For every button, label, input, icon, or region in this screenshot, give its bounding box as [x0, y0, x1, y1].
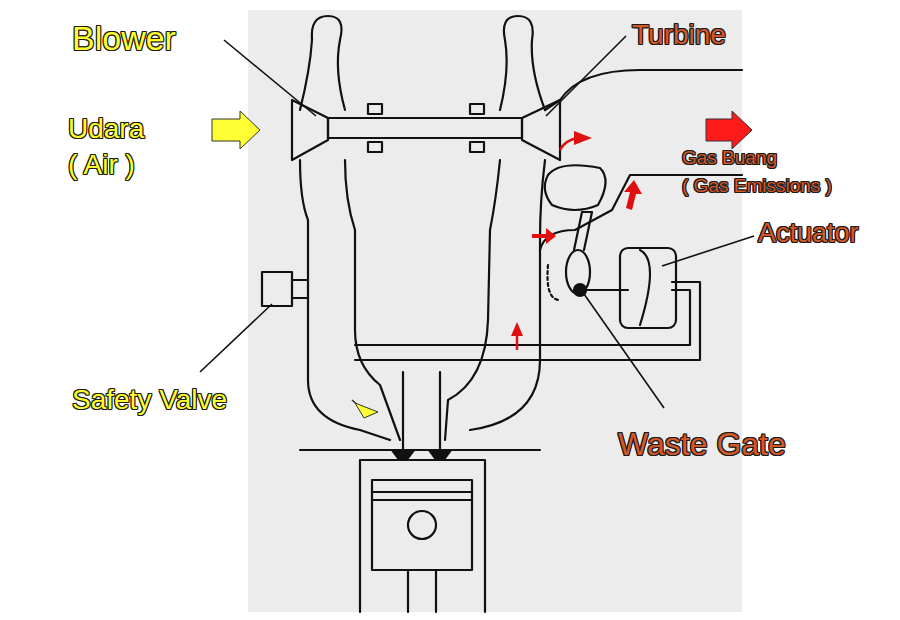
part-label: ( Air ) [68, 150, 135, 181]
part-label: Waste Gate [618, 427, 786, 462]
part-label: Gas Buang [682, 148, 777, 169]
part-label: Safety Valve [72, 385, 227, 416]
part-label: Actuator [758, 219, 859, 249]
part-label: Turbine [632, 20, 726, 51]
leader-lines [200, 36, 754, 408]
part-label: Blower [72, 20, 176, 57]
panel [248, 10, 742, 612]
engine-drawing [262, 16, 742, 612]
part-label: ( Gas Emissions ) [682, 176, 832, 197]
flow-arrows [212, 111, 752, 418]
part-label: Udara [68, 114, 144, 145]
